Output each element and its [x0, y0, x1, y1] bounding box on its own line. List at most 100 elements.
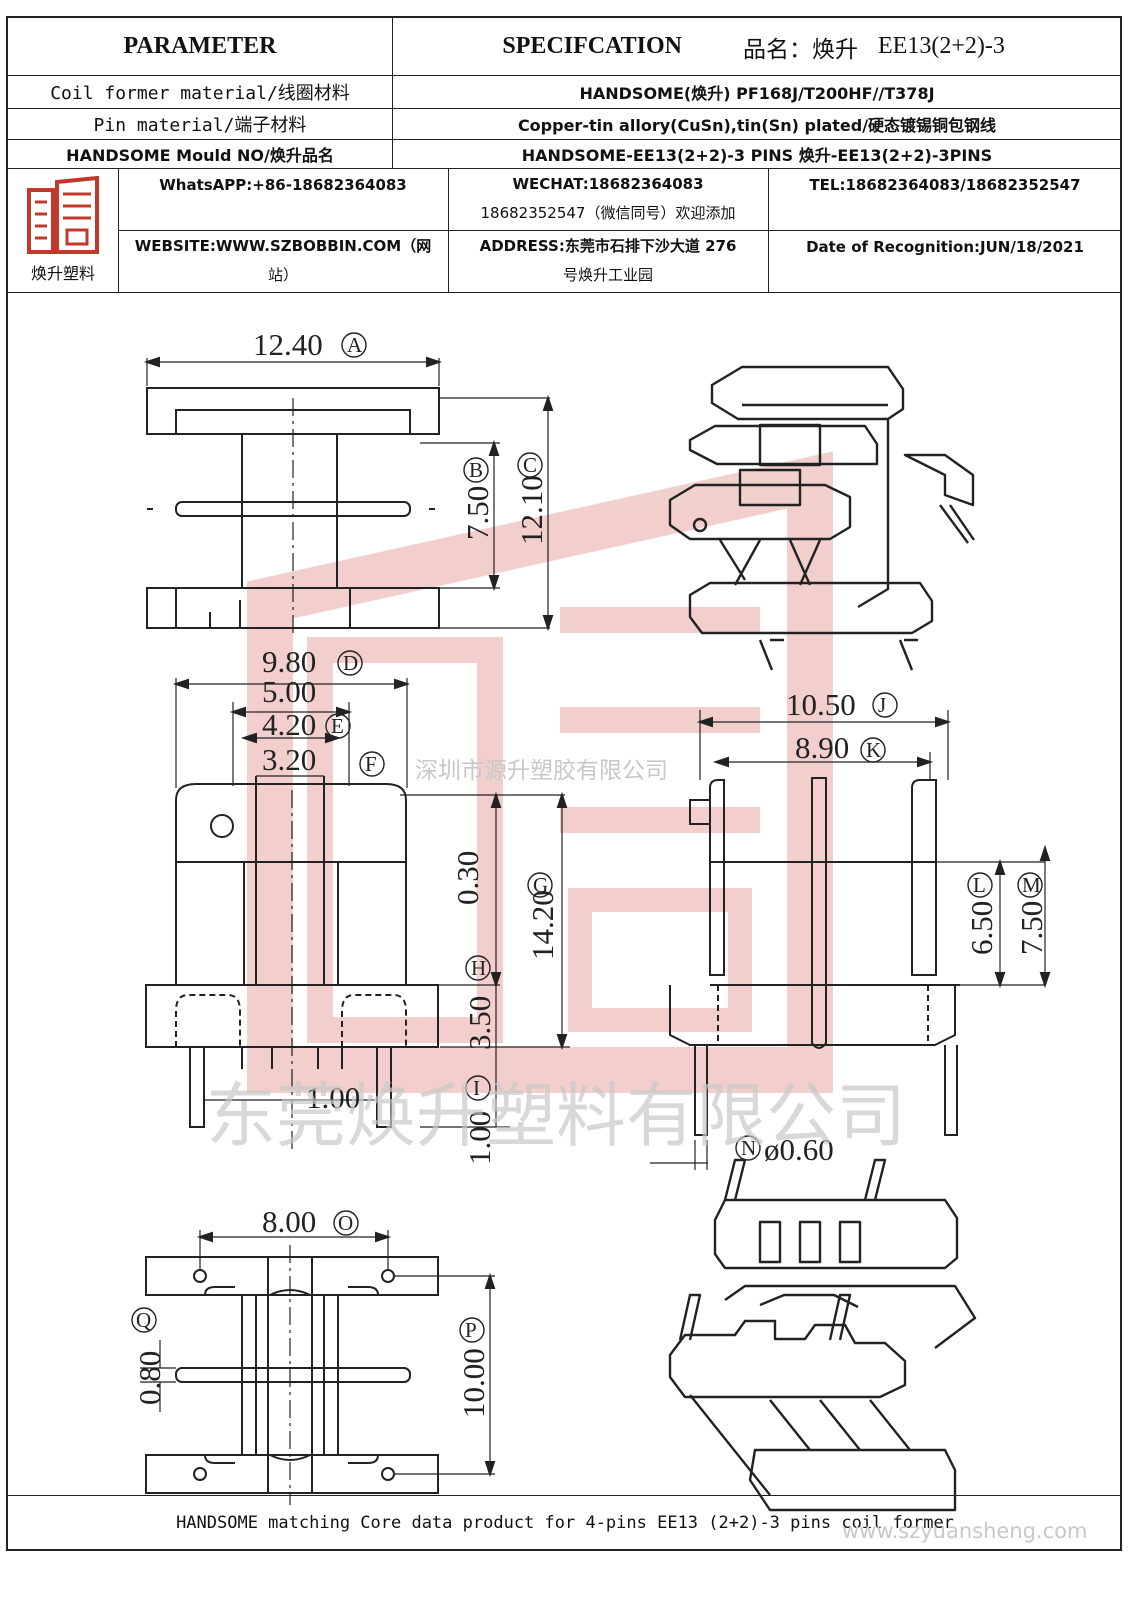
recognition-date: Date of Recognition:JUN/18/2021 — [806, 238, 1084, 256]
dim-m-value: 7.50 — [1014, 901, 1049, 955]
front-view — [145, 678, 570, 1150]
dim-h-value: 3.50 — [462, 996, 497, 1050]
address-line2: 号焕升工业园 — [562, 266, 653, 284]
dim-d-letter: D — [343, 651, 358, 675]
dim-f-value: 3.20 — [262, 742, 316, 777]
dim-f-letter: F — [365, 752, 377, 776]
iso-view-bottom — [668, 1158, 977, 1512]
watermark-company-large: 东莞焕升塑料有限公司 — [206, 1075, 906, 1157]
dim-i-marker — [465, 1075, 491, 1101]
dim-n-value: ø0.60 — [764, 1132, 834, 1167]
dim-a-marker — [341, 332, 367, 358]
dim-g-value: 14.20 — [525, 890, 560, 960]
row-divider — [8, 108, 1120, 109]
dim-q-letter: Q — [136, 1308, 151, 1332]
website-block: WEBSITE:WWW.SZBOBBIN.COM（网 站） — [118, 230, 448, 292]
parameter-heading: PARAMETER — [123, 33, 277, 59]
coil-material-label: Coil former material/线圈材料 — [50, 82, 350, 104]
specification-heading: SPECIFCATION — [502, 33, 682, 59]
mould-no-label: HANDSOME Mould NO/焕升品名 — [66, 145, 334, 165]
footer-text: HANDSOME matching Core data product for … — [176, 1513, 954, 1533]
dim-h-letter: H — [471, 956, 486, 980]
address-line1: ADDRESS:东莞市石排下沙大道 276 — [479, 237, 737, 255]
dim-e-marker — [325, 713, 351, 739]
mould-no-value: HANDSOME-EE13(2+2)-3 PINS 焕升-EE13(2+2)-3… — [521, 145, 993, 165]
dim-k-value: 8.90 — [795, 730, 849, 765]
whatsapp-text: WhatsAPP:+86-18682364083 — [159, 176, 407, 194]
bottom-view — [140, 1230, 496, 1505]
dim-l-marker — [967, 872, 993, 898]
wechat-block: WECHAT:18682364083 18682352547（微信同号）欢迎添加 — [448, 168, 768, 230]
company-logo: 焕升塑料 — [8, 168, 118, 292]
logo-caption: 焕升塑料 — [30, 264, 95, 283]
dim-h-marker — [465, 955, 491, 981]
dim-o-marker — [333, 1210, 359, 1236]
product-name: EE13(2+2)-3 — [878, 33, 1005, 59]
dim-500-value: 5.00 — [262, 674, 316, 709]
product-name-label: 品名：焕升 — [743, 36, 858, 62]
dim-p-letter: P — [465, 1318, 477, 1342]
dim-i-value: 1.00 — [462, 1111, 497, 1165]
dim-c-marker — [517, 452, 543, 478]
dim-m-marker — [1017, 872, 1043, 898]
dim-n-letter: N — [741, 1136, 756, 1160]
dim-m-letter: M — [1022, 873, 1041, 897]
dim-c-letter: C — [523, 453, 537, 477]
iso-view-top — [668, 365, 975, 671]
watermark-company-small: 深圳市源升塑胶有限公司 — [415, 758, 668, 784]
dim-k-marker — [860, 737, 886, 763]
dim-q-value: 0.80 — [132, 1351, 167, 1405]
dim-a-letter: A — [347, 333, 363, 357]
dim-d-marker — [337, 650, 363, 676]
dim-i-letter: I — [473, 1076, 480, 1100]
top-view — [143, 356, 554, 638]
coil-material-value: HANDSOME(焕升) PF168J/T200HF//T378J — [579, 83, 935, 103]
dim-b-marker — [463, 457, 489, 483]
address-block: ADDRESS:东莞市石排下沙大道 276 号焕升工业园 — [448, 230, 768, 292]
dim-e-letter: E — [331, 714, 344, 738]
dim-100-value: 1.00 — [306, 1080, 360, 1115]
pin-material-value: Copper-tin allory(CuSn),tin(Sn) plated/硬… — [517, 115, 997, 135]
row-divider — [8, 292, 1120, 293]
dim-p-marker — [459, 1317, 485, 1343]
tel-text: TEL:18682364083/18682352547 — [809, 176, 1081, 194]
wechat-line2: 18682352547（微信同号）欢迎添加 — [480, 204, 736, 222]
watermark-logo — [247, 451, 833, 1093]
side-view — [650, 710, 1051, 1170]
row-divider — [8, 139, 1120, 140]
dim-o-value: 8.00 — [262, 1204, 316, 1239]
dim-l-value: 6.50 — [964, 901, 999, 955]
dim-030-value: 0.30 — [450, 851, 485, 905]
row-divider — [118, 230, 1120, 231]
col-divider — [448, 168, 449, 292]
dim-o-letter: O — [338, 1211, 353, 1235]
dim-a-value: 12.40 — [253, 327, 323, 362]
website-line2: 站） — [267, 266, 298, 284]
col-divider — [118, 168, 119, 292]
dim-d-value: 9.80 — [262, 644, 316, 679]
dim-b-letter: B — [469, 458, 483, 482]
dim-p-value: 10.00 — [456, 1348, 491, 1418]
col-divider — [768, 168, 769, 292]
dim-q-marker — [131, 1307, 157, 1333]
row-divider — [8, 1495, 1120, 1496]
dim-b-value: 7.50 — [460, 486, 495, 540]
dim-j-value: 10.50 — [786, 687, 856, 722]
dim-j-letter: J — [878, 693, 886, 717]
dim-g-letter: G — [533, 873, 548, 897]
spec-sheet: PARAMETER SPECIFCATION 品名：焕升 EE13(2+2)-3… — [6, 16, 1122, 1551]
dim-k-letter: K — [866, 738, 881, 762]
website-line1: WEBSITE:WWW.SZBOBBIN.COM（网 — [134, 237, 432, 255]
dim-j-marker — [872, 692, 898, 718]
dim-f-marker — [359, 751, 385, 777]
row-divider — [8, 75, 1120, 76]
pin-material-label: Pin material/端子材料 — [93, 114, 307, 136]
dim-n-marker — [735, 1135, 761, 1161]
col-divider — [392, 18, 393, 168]
dim-e-value: 4.20 — [262, 707, 316, 742]
watermark-website: www.szyuansheng.com — [842, 1519, 1088, 1543]
dim-g-marker — [527, 872, 553, 898]
wechat-line1: WECHAT:18682364083 — [512, 175, 704, 193]
row-divider — [8, 168, 1120, 169]
